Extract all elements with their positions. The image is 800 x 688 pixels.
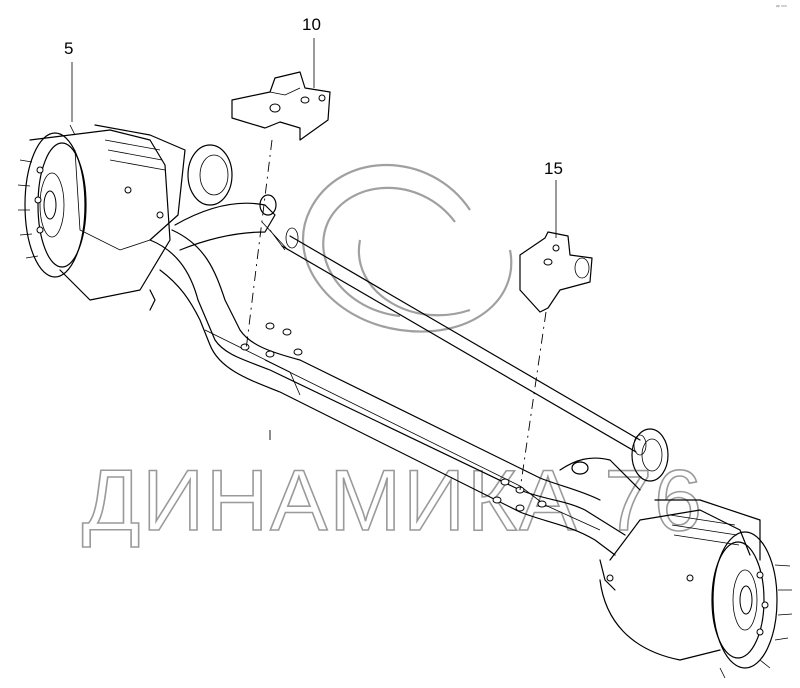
beam-hole — [293, 348, 303, 356]
left-hub-assembly — [17, 124, 289, 311]
callout-10: 10 — [302, 15, 321, 34]
right-hub-assembly — [559, 428, 793, 679]
corner-mark: ᵃᵖ ᵒᵒᵒ — [776, 4, 787, 10]
callout-5: 5 — [64, 39, 73, 58]
beam-hole — [265, 350, 275, 358]
beam-hole — [515, 504, 525, 512]
beam-hole — [500, 478, 510, 486]
bracket-15 — [519, 231, 593, 313]
beam-hole — [265, 322, 275, 330]
leader-line-10 — [245, 139, 273, 351]
callout-15: 15 — [544, 159, 563, 178]
beam-hole — [282, 328, 292, 336]
beam-hole — [240, 343, 250, 351]
axle-beam — [149, 229, 626, 556]
beam-hole — [492, 496, 502, 504]
watermark-logo — [301, 163, 513, 333]
watermark-text: ДИНАМИКА 76 — [82, 453, 704, 549]
bracket-10 — [231, 71, 331, 141]
beam-hole — [537, 500, 547, 508]
tie-rod — [281, 227, 647, 456]
leader-line-15 — [519, 311, 547, 491]
